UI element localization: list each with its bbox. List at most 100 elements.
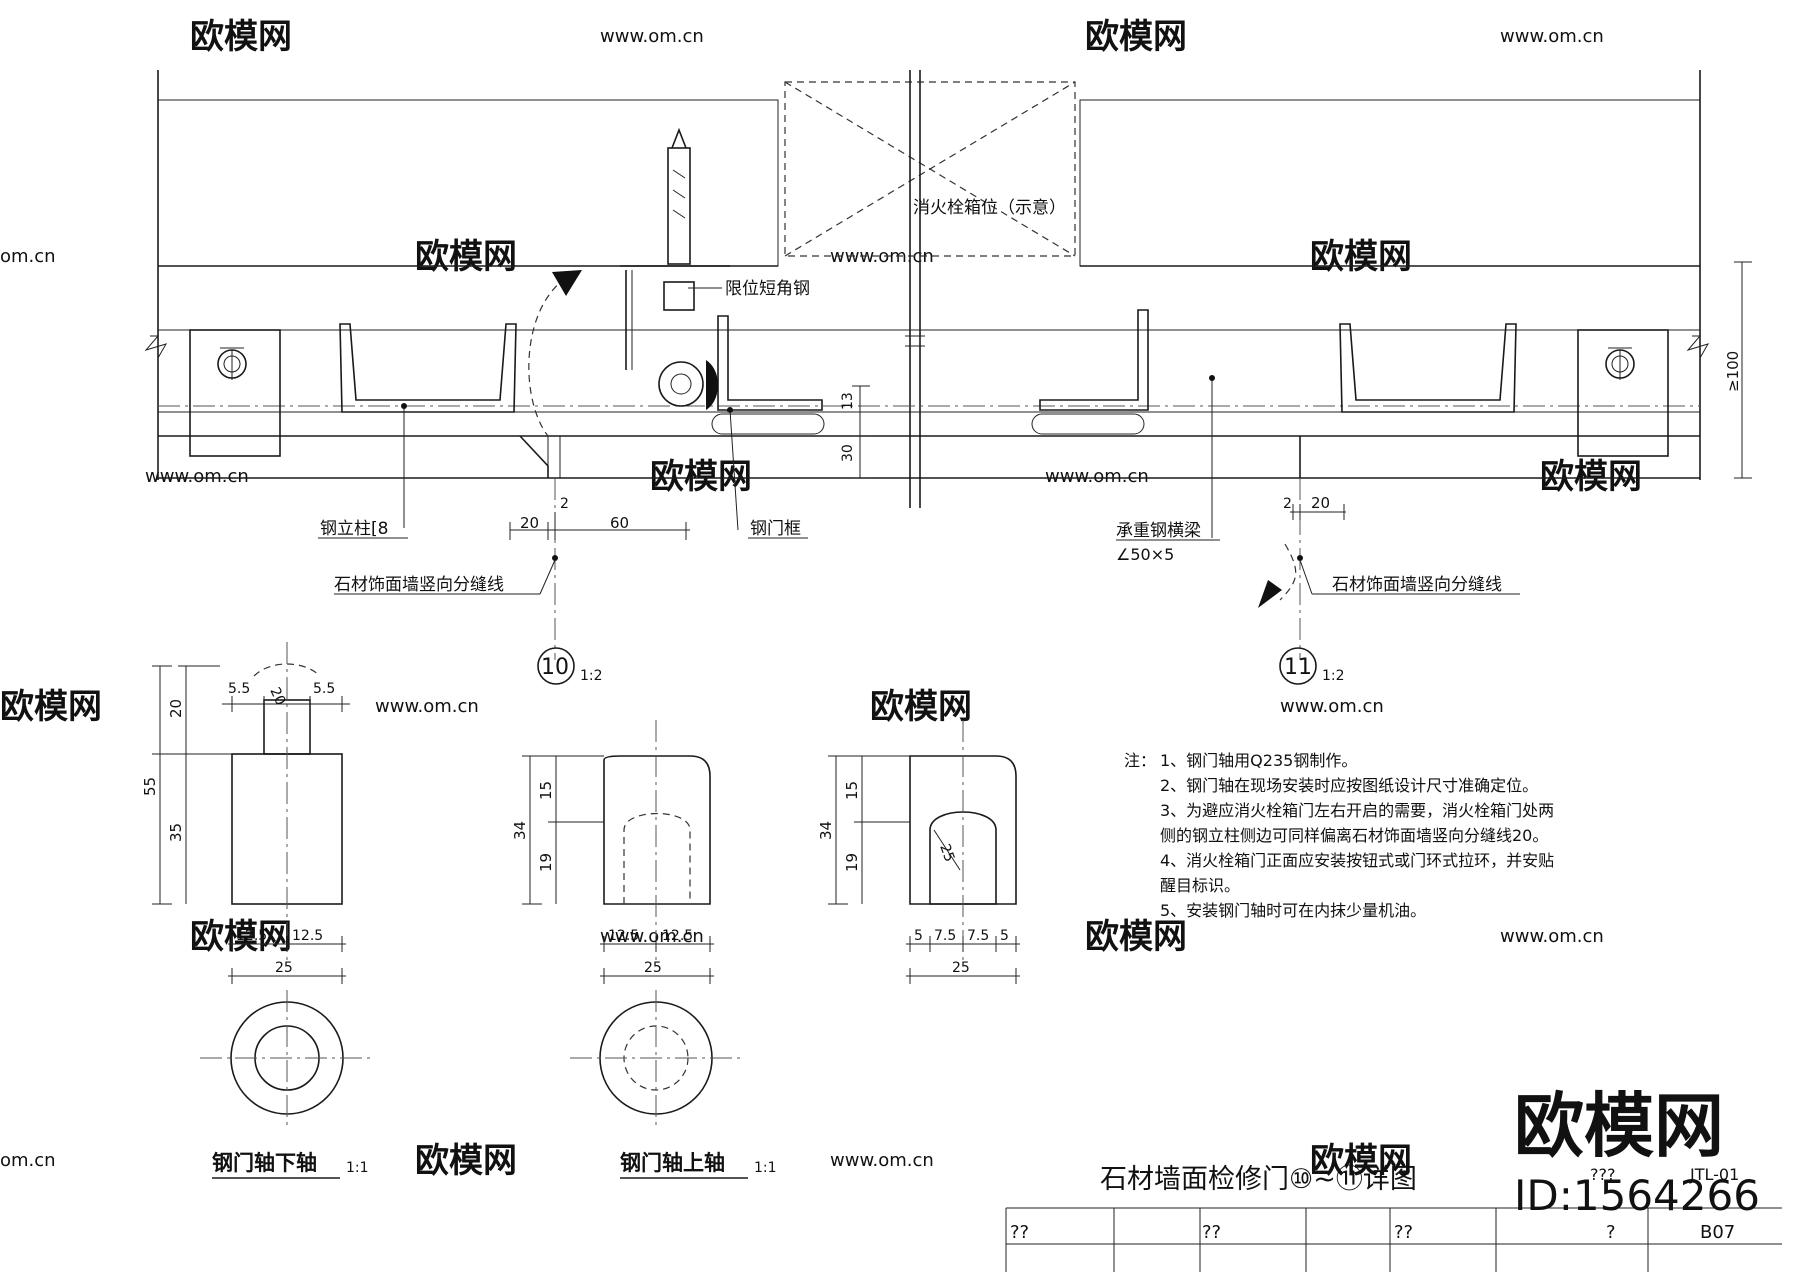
dim-34: 34 — [511, 821, 529, 840]
dim-20-left: 20 — [520, 514, 539, 532]
title-cell: ??? — [1590, 1165, 1615, 1184]
lower-axle-title: 钢门轴下轴 — [212, 1151, 317, 1175]
watermark-site: www.om.cn — [1045, 466, 1149, 487]
beam-angle — [1039, 309, 1149, 411]
fire-hydrant-box: 消火栓箱位（示意） — [784, 70, 1076, 508]
limit-angle-label: 限位短角钢 — [725, 279, 810, 299]
drawing-title: 石材墙面检修门⑩~⑪详图 — [1100, 1164, 1417, 1195]
dim-100: ≥100 — [1724, 351, 1742, 392]
watermark-site: www.om.cn — [1280, 696, 1384, 717]
title-cell: JTL-01 — [1689, 1165, 1739, 1184]
title-cell: ?? — [1010, 1222, 1029, 1243]
watermark-site-short: om.cn — [0, 246, 56, 267]
watermark-brand: 欧模网 — [1085, 917, 1187, 957]
watermark-brand: 欧模网 — [190, 17, 292, 57]
detail-11-num: 11 — [1284, 655, 1312, 680]
hinge-pin — [620, 265, 730, 410]
dim-25: 25 — [952, 960, 970, 976]
watermark-brand: 欧模网 — [1310, 1141, 1412, 1181]
beam-spec: ∠50×5 — [1116, 545, 1174, 564]
dim-35: 35 — [167, 823, 185, 842]
brand-logo: 欧模网 — [1514, 1085, 1724, 1167]
dim-12-5-left: 12.5 — [236, 928, 267, 944]
watermark-site-short: om.cn — [0, 1150, 56, 1171]
dim-15: 15 — [537, 781, 555, 800]
detail-10-scale: 1:2 — [580, 668, 603, 684]
lower-axle-scale: 1:1 — [346, 1160, 369, 1176]
door-frame-angle — [717, 315, 823, 411]
dim-55: 55 — [141, 777, 159, 796]
section-body — [909, 755, 1017, 905]
dim-12-5-right: 12.5 — [292, 928, 323, 944]
watermark-site: www.om.cn — [600, 926, 704, 947]
section-bore — [929, 811, 997, 905]
note-item: 侧的钢立柱侧边可同样偏离石材饰面墙竖向分缝线20。 — [1160, 826, 1548, 845]
dim-20: 20 — [167, 699, 185, 718]
watermark-site: www.om.cn — [830, 1150, 934, 1171]
dim-19: 19 — [843, 853, 861, 872]
dim-12-5-left: 12.5 — [608, 928, 639, 944]
watermark-brand: 欧模网 — [190, 917, 292, 957]
watermark-brand: 欧模网 — [0, 687, 102, 727]
dim-13: 13 — [840, 392, 856, 410]
dim-19: 19 — [537, 853, 555, 872]
note-item: 4、消火栓箱门正面应安装按钮式或门环式拉环，并安贴 — [1160, 851, 1554, 870]
dim-7-5-left: 7.5 — [934, 928, 956, 944]
dim-2-right: 2 — [1283, 496, 1292, 512]
channel-left — [339, 323, 517, 413]
watermark-brand: 欧模网 — [1085, 17, 1187, 57]
dim-5-5-right: 5.5 — [313, 681, 335, 697]
title-block: 石材墙面检修门⑩~⑪详图 ?? ?? ?? ? B07 ??? JTL-01 欧… — [1005, 1085, 1782, 1272]
detail-marker-10: 10 1:2 — [537, 647, 603, 685]
dim-34: 34 — [817, 821, 835, 840]
seam-label-left: 石材饰面墙竖向分缝线 — [334, 575, 504, 595]
title-cell: ?? — [1394, 1222, 1413, 1243]
dim-angle-20: 20 — [266, 685, 288, 708]
lower-axle-detail: 55 20 35 5.5 5.5 20 12.5 12.5 25 钢门轴下轴 1… — [141, 642, 374, 1179]
notes-heading: 注： — [1124, 751, 1156, 770]
watermark-site: www.om.cn — [830, 246, 934, 267]
title-cell: ? — [1606, 1222, 1616, 1243]
watermark-site: www.om.cn — [1500, 26, 1604, 47]
dim-r25: 25 — [936, 842, 957, 864]
steel-column-right — [1577, 329, 1669, 457]
detail-11-scale: 1:2 — [1322, 668, 1345, 684]
watermark-brand: 欧模网 — [650, 457, 752, 497]
dim-25: 25 — [644, 960, 662, 976]
title-cell: B07 — [1700, 1222, 1735, 1243]
dim-5-right: 5 — [1000, 928, 1009, 944]
note-item: 2、钢门轴在现场安装时应按图纸设计尺寸准确定位。 — [1160, 776, 1538, 795]
dim-25: 25 — [275, 960, 293, 976]
dim-5-left: 5 — [914, 928, 923, 944]
fire-box-label: 消火栓箱位（示意） — [913, 198, 1066, 218]
dim-20-right: 20 — [1311, 494, 1330, 512]
dim-30: 30 — [840, 444, 856, 462]
dim-12-5-right: 12.5 — [662, 928, 693, 944]
note-item: 醒目标识。 — [1160, 876, 1240, 895]
watermark-layer: 欧模网 欧模网 www.om.cn www.om.cn 欧模网 欧模网 www.… — [0, 17, 1642, 1181]
detail-10-num: 10 — [541, 655, 569, 680]
watermark-site: www.om.cn — [600, 26, 704, 47]
drawing-id: ID:1564266 — [1514, 1171, 1760, 1220]
dim-2-left: 2 — [560, 496, 569, 512]
note-item: 3、为避应消火栓箱门左右开启的需要，消火栓箱门处两 — [1160, 801, 1554, 820]
notes: 注： 1、钢门轴用Q235钢制作。 2、钢门轴在现场安装时应按图纸设计尺寸准确定… — [1124, 751, 1554, 920]
upper-axle-scale: 1:1 — [754, 1160, 777, 1176]
watermark-site: www.om.cn — [375, 696, 479, 717]
note-item: 5、安装钢门轴时可在内抹少量机油。 — [1160, 901, 1426, 920]
beam-label: 承重钢横梁 — [1116, 521, 1201, 541]
upper-axle-section: 34 15 19 25 5 7.5 7.5 5 25 — [817, 720, 1020, 984]
anchor-bolt — [663, 127, 695, 311]
steel-column-label: 钢立柱[8 — [320, 519, 388, 539]
watermark-brand: 欧模网 — [1310, 237, 1412, 277]
upper-axle-body — [603, 755, 711, 905]
door-frame-label: 钢门框 — [750, 519, 801, 539]
steel-column-left — [189, 329, 281, 457]
upper-axle-title: 钢门轴上轴 — [620, 1151, 725, 1175]
door-swing-arc — [528, 277, 567, 437]
watermark-site: www.om.cn — [1500, 926, 1604, 947]
upper-axle-detail: 34 15 19 12.5 12.5 25 钢门轴上轴 1:1 — [511, 720, 777, 1179]
dim-5-5-left: 5.5 — [228, 681, 250, 697]
section-plan: 消火栓箱位（示意） — [144, 70, 1752, 685]
